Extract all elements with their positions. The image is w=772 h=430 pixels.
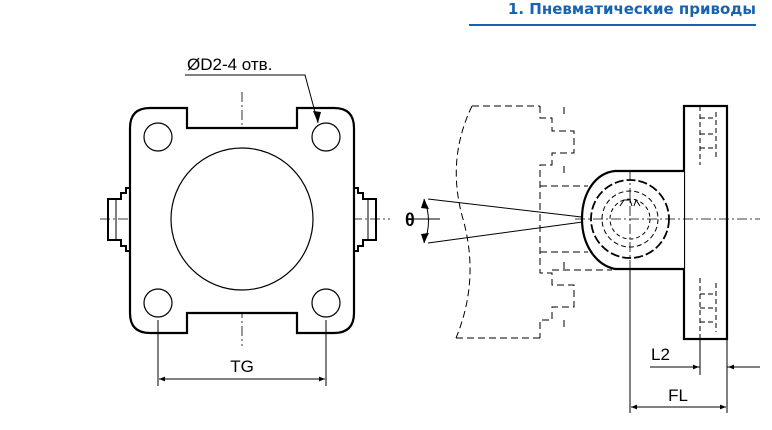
swing-angle-lines [411,198,591,244]
header-rule [469,24,756,26]
dimension-tg-label: TG [230,357,254,376]
central-bore [170,147,314,291]
bracket-base-plate [682,104,729,341]
cylinder-phantom [455,105,612,339]
dimension-l2-label: L2 [651,345,670,364]
section-title: 1. Пневматические приводы [507,0,756,18]
dimension-l2 [650,340,760,413]
mounting-hole-bottom-left [143,288,173,318]
dimension-fl-label: FL [668,386,688,405]
dimension-tg [157,320,327,386]
mounting-hole-top-right [311,122,341,152]
side-view [411,104,760,413]
left-boss [107,187,130,252]
mounting-hole-bottom-right [311,288,341,318]
flange-outline [128,106,356,335]
hole-label: ØD2-4 отв. [187,55,272,74]
mounting-hole-top-left [143,122,173,152]
right-boss [354,187,377,252]
front-view [100,74,390,386]
section-header: 1. Пневматические приводы [469,0,756,26]
hole-leader-line [185,74,319,124]
dimension-fl [629,270,726,413]
angle-symbol: θ [405,210,415,230]
